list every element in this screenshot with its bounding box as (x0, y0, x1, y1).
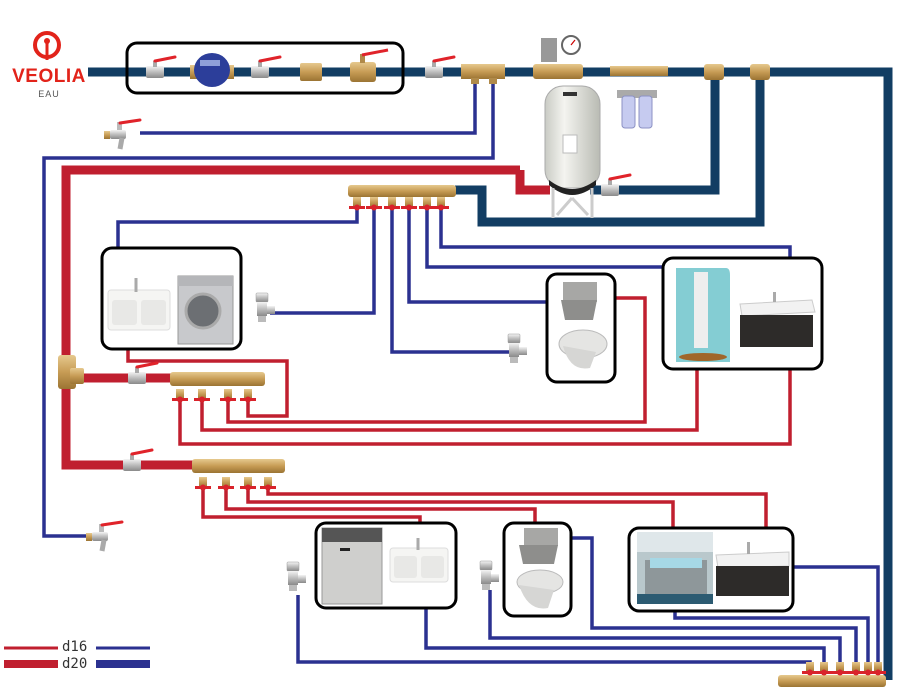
veolia-logo-icon (33, 31, 61, 60)
handwash-basin-icon (519, 528, 558, 564)
cold-manifold-top (348, 185, 456, 211)
legend (4, 646, 150, 668)
angle-valve-icon[interactable] (479, 560, 500, 591)
fixture-group-wc-1[interactable] (545, 272, 617, 384)
bathtub-icon (637, 532, 713, 604)
garden-tap-icon[interactable] (86, 522, 122, 551)
kitchen-sink-icon (389, 538, 449, 583)
hot-manifold-1 (170, 372, 265, 403)
fixture-group-kitchen[interactable] (314, 521, 458, 610)
vanity-basin-icon (715, 542, 790, 596)
legend-label-d20: d20 (62, 656, 88, 672)
shower-cabin-icon (676, 268, 730, 362)
washing-machine-icon (177, 275, 234, 345)
brand-subtitle: EAU (38, 89, 60, 99)
ball-valve-drain-icon[interactable] (350, 48, 389, 82)
brand-name: VEOLIA (12, 66, 86, 87)
cold-manifold-bottom (778, 662, 886, 687)
angle-valve-icon[interactable] (286, 561, 307, 592)
hot-branch-pipes (126, 296, 792, 528)
hot-manifold-2 (192, 459, 285, 491)
pressure-reducer-icon (533, 35, 583, 79)
fixture-group-shower-room[interactable] (661, 256, 824, 371)
wall-hung-toilet-icon (516, 569, 564, 609)
meter-assembly-box (125, 41, 405, 95)
water-meter-icon (190, 53, 234, 87)
fixture-group-bathroom[interactable] (627, 526, 795, 613)
wall-hung-toilet-icon (558, 329, 608, 369)
hot-tee-icon (58, 355, 84, 389)
dishwasher-icon (321, 527, 383, 605)
tee-manifold-icon (461, 64, 505, 84)
water-heater-icon (544, 85, 601, 218)
handwash-basin-icon (561, 282, 597, 320)
cold-branch-pipes (42, 80, 880, 672)
fixture-group-wc-2[interactable] (502, 521, 573, 618)
angle-valve-icon[interactable] (255, 292, 276, 323)
angle-valve-icon[interactable] (507, 333, 528, 364)
legend-label-d16: d16 (62, 639, 88, 655)
tee-fitting-icon (704, 64, 770, 80)
fixture-group-laundry[interactable] (100, 246, 243, 351)
double-filter-icon (610, 66, 668, 129)
kitchen-sink-icon (107, 278, 171, 331)
vanity-basin-icon (739, 292, 816, 347)
check-valve-icon (300, 63, 322, 81)
garden-tap-icon[interactable] (104, 120, 140, 149)
